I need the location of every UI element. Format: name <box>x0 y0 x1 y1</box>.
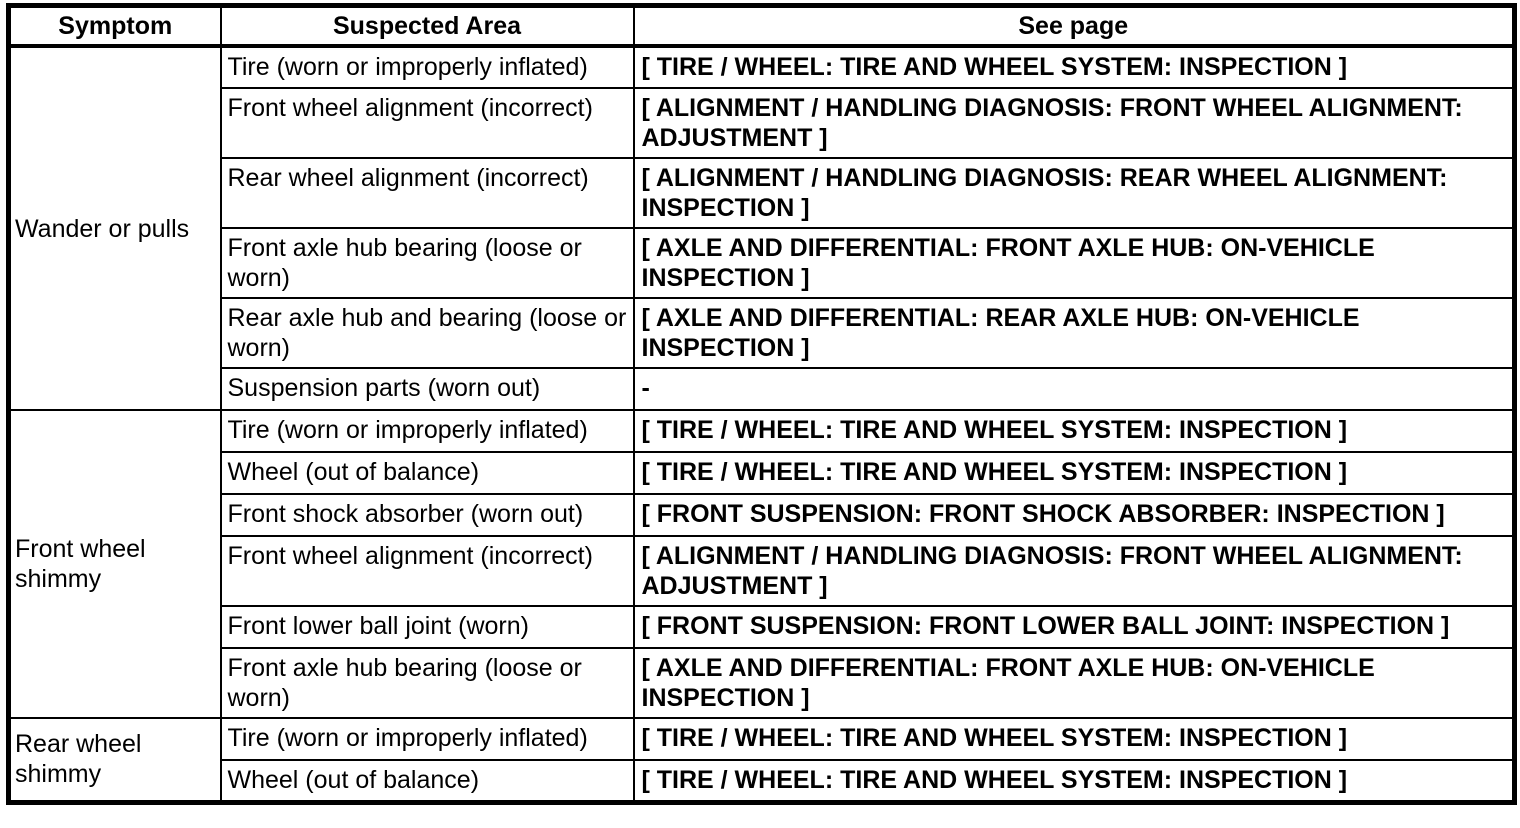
table-row: Front wheel alignment (incorrect)[ ALIGN… <box>9 87 1516 159</box>
symptom-troubleshooting-table: Symptom Suspected Area See page Wander o… <box>6 3 1517 805</box>
see-page-cell: - <box>632 367 1516 411</box>
suspected-area-cell: Tire (worn or improperly inflated) <box>219 45 635 89</box>
suspected-area-cell: Front shock absorber (worn out) <box>219 493 635 537</box>
see-page-cell: [ TIRE / WHEEL: TIRE AND WHEEL SYSTEM: I… <box>632 717 1516 761</box>
table-row: Front axle hub bearing (loose or worn)[ … <box>9 647 1516 719</box>
see-page-cell: [ AXLE AND DIFFERENTIAL: REAR AXLE HUB: … <box>632 297 1516 369</box>
column-header-symptom: Symptom <box>7 4 222 48</box>
header-row: Symptom Suspected Area See page <box>7 4 1516 48</box>
suspected-area-cell: Wheel (out of balance) <box>219 759 635 803</box>
table-row: Suspension parts (worn out)- <box>9 367 1516 411</box>
table-row: Rear wheel alignment (incorrect)[ ALIGNM… <box>9 157 1516 229</box>
suspected-area-cell: Wheel (out of balance) <box>219 451 635 495</box>
suspected-area-cell: Suspension parts (worn out) <box>219 367 635 411</box>
symptom-cell: Wander or pulls <box>7 45 222 411</box>
see-page-cell: [ TIRE / WHEEL: TIRE AND WHEEL SYSTEM: I… <box>632 451 1516 495</box>
suspected-area-cell: Tire (worn or improperly inflated) <box>219 409 635 453</box>
see-page-cell: [ ALIGNMENT / HANDLING DIAGNOSIS: FRONT … <box>632 535 1516 607</box>
suspected-area-cell: Tire (worn or improperly inflated) <box>219 717 635 761</box>
suspected-area-cell: Rear wheel alignment (incorrect) <box>219 157 635 229</box>
table-row: Front wheel alignment (incorrect)[ ALIGN… <box>9 535 1516 607</box>
table-row: Wheel (out of balance)[ TIRE / WHEEL: TI… <box>9 759 1516 803</box>
symptom-cell: Rear wheel shimmy <box>7 717 222 803</box>
symptom-cell: Front wheel shimmy <box>7 409 222 719</box>
table-row: Front shock absorber (worn out)[ FRONT S… <box>9 493 1516 537</box>
table-row: Front axle hub bearing (loose or worn)[ … <box>9 227 1516 299</box>
see-page-cell: [ FRONT SUSPENSION: FRONT LOWER BALL JOI… <box>632 605 1516 649</box>
see-page-cell: [ ALIGNMENT / HANDLING DIAGNOSIS: FRONT … <box>632 87 1516 159</box>
column-header-suspected-area: Suspected Area <box>219 4 635 48</box>
see-page-cell: [ FRONT SUSPENSION: FRONT SHOCK ABSORBER… <box>632 493 1516 537</box>
table-row: Rear axle hub and bearing (loose or worn… <box>9 297 1516 369</box>
suspected-area-cell: Front axle hub bearing (loose or worn) <box>219 227 635 299</box>
suspected-area-cell: Front axle hub bearing (loose or worn) <box>219 647 635 719</box>
suspected-area-cell: Front lower ball joint (worn) <box>219 605 635 649</box>
column-header-see-page: See page <box>632 4 1516 48</box>
see-page-cell: [ AXLE AND DIFFERENTIAL: FRONT AXLE HUB:… <box>632 647 1516 719</box>
suspected-area-cell: Rear axle hub and bearing (loose or worn… <box>219 297 635 369</box>
see-page-cell: [ TIRE / WHEEL: TIRE AND WHEEL SYSTEM: I… <box>632 409 1516 453</box>
see-page-cell: [ TIRE / WHEEL: TIRE AND WHEEL SYSTEM: I… <box>632 45 1516 89</box>
see-page-cell: [ AXLE AND DIFFERENTIAL: FRONT AXLE HUB:… <box>632 227 1516 299</box>
table-header: Symptom Suspected Area See page <box>7 4 1516 48</box>
table-row: Front lower ball joint (worn)[ FRONT SUS… <box>9 605 1516 649</box>
see-page-cell: [ ALIGNMENT / HANDLING DIAGNOSIS: REAR W… <box>632 157 1516 229</box>
see-page-cell: [ TIRE / WHEEL: TIRE AND WHEEL SYSTEM: I… <box>632 759 1516 803</box>
suspected-area-cell: Front wheel alignment (incorrect) <box>219 535 635 607</box>
suspected-area-cell: Front wheel alignment (incorrect) <box>219 87 635 159</box>
table-row: Wheel (out of balance)[ TIRE / WHEEL: TI… <box>9 451 1516 495</box>
